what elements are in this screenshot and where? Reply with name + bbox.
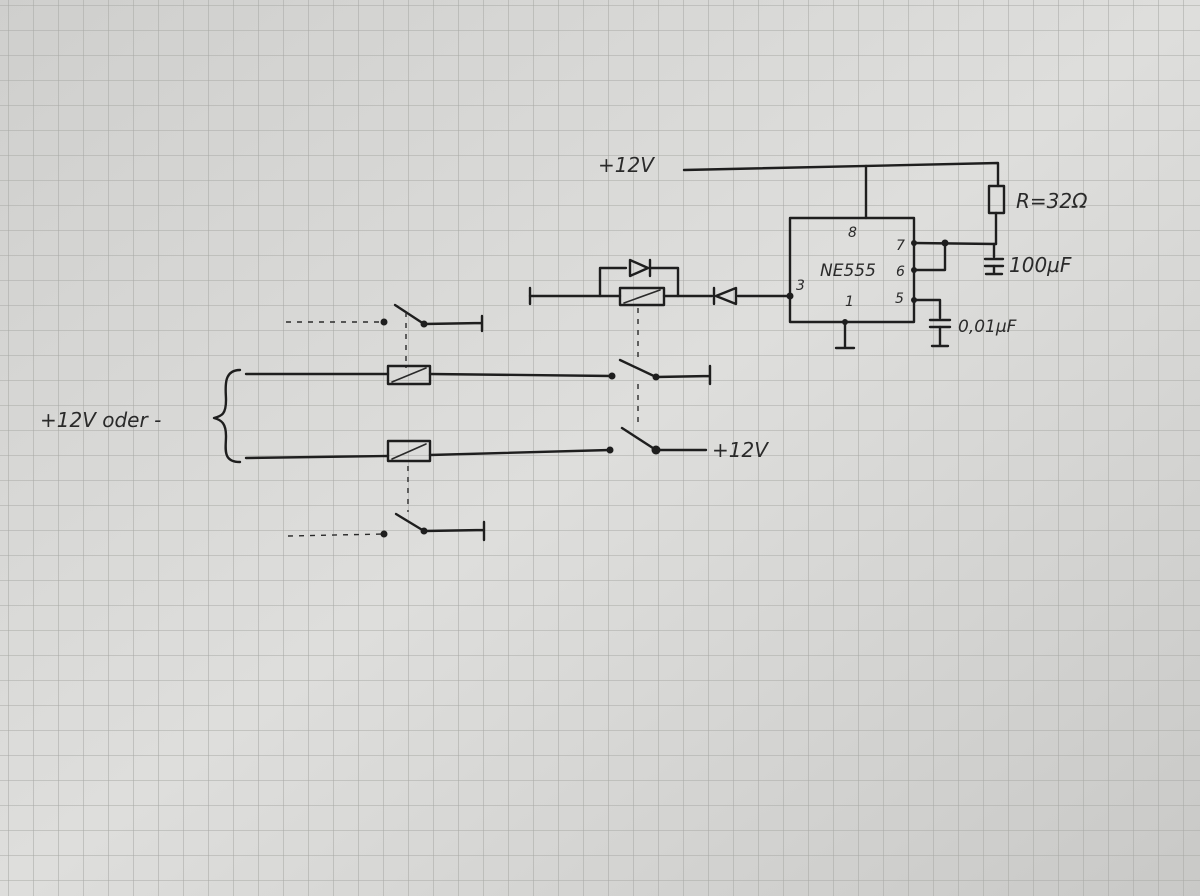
series-diode-triangle xyxy=(714,286,738,306)
ic-pin-5: 5 xyxy=(895,291,904,307)
switch-2-node-left xyxy=(606,446,614,454)
relay-coil-2 xyxy=(386,439,432,463)
supply-switch-label: +12V xyxy=(712,438,769,462)
switch-2-blade xyxy=(620,426,658,452)
bottom-switch-wire xyxy=(422,520,486,542)
ic-pin-6: 6 xyxy=(896,264,905,280)
bottom-switch-lead xyxy=(287,533,385,537)
input-line-2 xyxy=(244,448,612,460)
switch-1-node-left xyxy=(608,372,616,380)
top-switch-wire xyxy=(422,314,484,333)
bottom-switch-blade xyxy=(394,512,426,533)
flyback-diode-triangle xyxy=(628,258,650,278)
ic-pin-7: 7 xyxy=(896,238,905,254)
ic-label: NE555 xyxy=(820,261,876,281)
supply-top-label: +12V xyxy=(598,153,655,177)
ic-pin-1: 1 xyxy=(845,294,854,310)
cap-large-ground-wire xyxy=(984,264,1004,276)
ic-pin-3: 3 xyxy=(796,278,805,294)
pin6-wire xyxy=(912,241,947,272)
ic-pin-8: 8 xyxy=(848,225,857,241)
bottom-switch-node-left xyxy=(380,530,388,538)
relay-coil-2-slash xyxy=(391,443,427,460)
relay-coil-top xyxy=(618,286,666,307)
relay-circuit: +12V +12V oder - xyxy=(40,303,769,542)
relay-coil-top-slash xyxy=(623,289,661,304)
pin1-ground-wire xyxy=(834,320,856,350)
top-switch-blade xyxy=(393,303,426,326)
cap-large-label: 100µF xyxy=(1009,253,1072,277)
relay-coil-1 xyxy=(386,364,432,386)
resistor-label: R=32Ω xyxy=(1016,189,1088,213)
top-switch-node-left xyxy=(380,318,388,326)
relay-coil-1-slash xyxy=(391,367,427,383)
pin5-wire xyxy=(912,298,942,320)
cap-small-ground-wire xyxy=(930,325,950,348)
pin7-wire xyxy=(912,241,998,246)
input-line-1 xyxy=(244,372,614,378)
switch-1-wire xyxy=(654,364,712,386)
input-brace xyxy=(212,368,242,464)
supply-rail-wire xyxy=(682,161,1000,188)
flyback-diode-wire xyxy=(598,266,680,298)
switch-1-blade xyxy=(618,358,658,379)
cap-small-label: 0,01µF xyxy=(958,317,1017,337)
timer-circuit: +12V R=32Ω 100µF NE555 8 7 6 5 3 1 xyxy=(528,153,1088,350)
input-label: +12V oder - xyxy=(40,408,161,432)
